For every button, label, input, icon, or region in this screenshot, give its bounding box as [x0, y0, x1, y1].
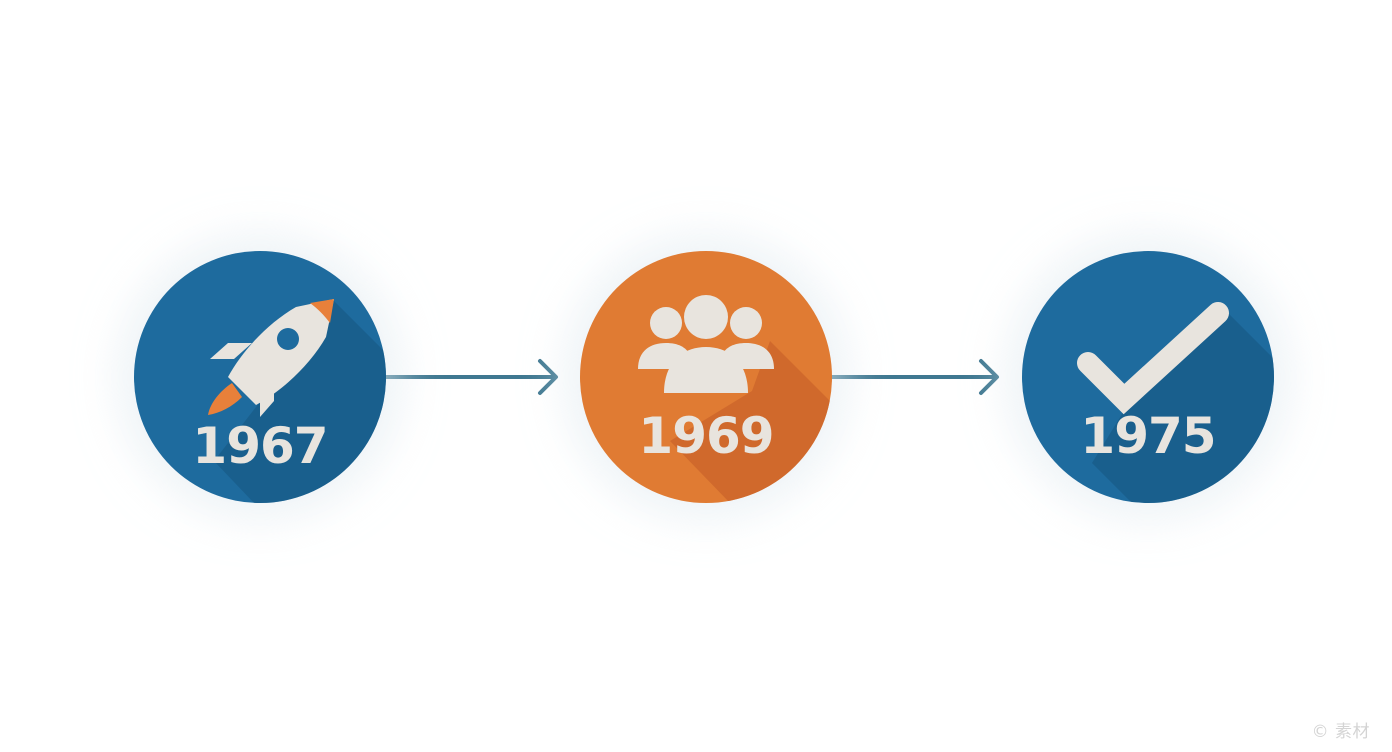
arrow-right-icon	[384, 359, 558, 395]
timeline-node-1969: 1969	[580, 251, 832, 503]
timeline-node-1975: 1975	[1022, 251, 1274, 503]
year-label: 1975	[1080, 407, 1216, 465]
long-shadow	[670, 341, 832, 503]
checkmark-icon	[1077, 302, 1229, 415]
rocket-icon	[208, 299, 334, 417]
arrow-right-icon	[830, 359, 999, 395]
people-group-icon	[638, 295, 774, 393]
long-shadow	[1092, 307, 1274, 503]
year-label: 1969	[638, 407, 774, 465]
timeline-node-1967: 1967	[134, 251, 386, 503]
watermark: © 素材	[1311, 722, 1370, 742]
long-shadow	[214, 301, 386, 503]
year-label: 1967	[192, 417, 328, 475]
